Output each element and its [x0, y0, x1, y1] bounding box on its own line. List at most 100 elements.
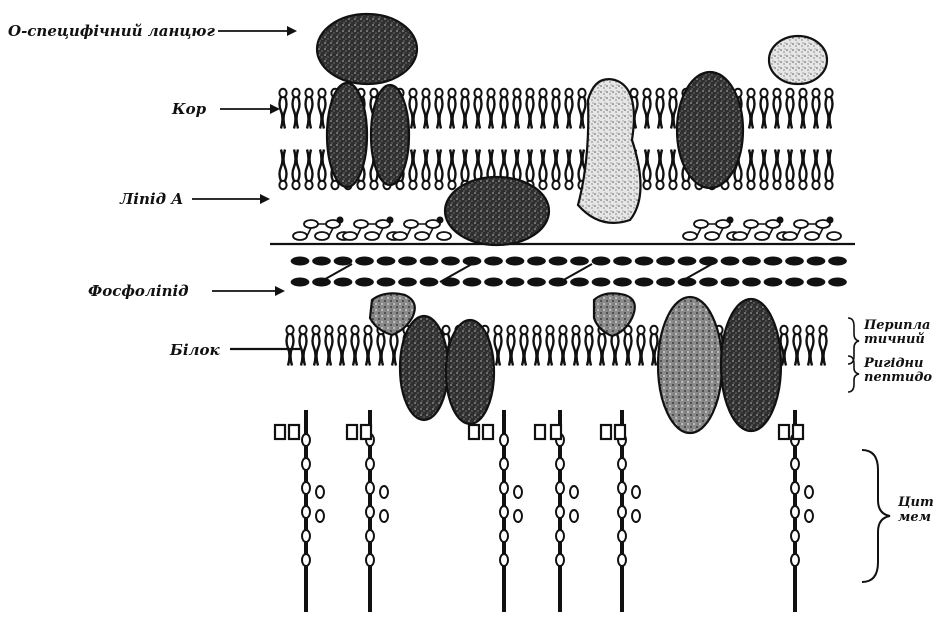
outer-lipid-upper: [773, 89, 780, 129]
strand-node: [791, 554, 799, 566]
lipid-tail: [765, 97, 768, 129]
outer-lipid-lower: [409, 150, 416, 190]
lipid-tail: [356, 334, 359, 366]
lipid-head: [643, 89, 650, 97]
lipid-tail: [410, 150, 413, 182]
lipid-tail: [612, 334, 615, 366]
phospholipid-unit: [484, 278, 503, 287]
strand-node: [366, 482, 374, 494]
lipid-head: [474, 89, 481, 97]
sugar-unit: [404, 220, 418, 228]
phospholipid-unit: [506, 278, 525, 287]
lipid-tail: [306, 150, 309, 182]
lipid-head: [773, 89, 780, 97]
phospholipid-label: Фосфоліпід: [88, 282, 189, 300]
lipid-head: [305, 181, 312, 189]
inner-lipid-upper: [546, 326, 553, 366]
side-node: [805, 510, 813, 522]
lipid-tail: [638, 334, 641, 366]
sugar-unit: [827, 232, 841, 240]
lipid-tail: [774, 97, 777, 129]
inner-lipid-upper: [533, 326, 540, 366]
lipid-tail: [436, 150, 439, 182]
phospholipid-unit: [807, 257, 826, 266]
lipid-tail: [453, 97, 456, 129]
outer-lipid-lower: [812, 150, 819, 190]
lipid-head: [370, 89, 377, 97]
lipid-tail: [423, 97, 426, 129]
lipid-head: [643, 181, 650, 189]
lipid-tail: [531, 150, 534, 182]
lipid-head: [578, 89, 585, 97]
lipid-tail: [573, 334, 576, 366]
lipid-tail: [579, 97, 582, 129]
lipid-tail: [674, 97, 677, 129]
phospholipid-unit: [764, 278, 783, 287]
o-chain-label: О-специфічний ланцюг: [8, 22, 215, 40]
lipid-tail: [670, 150, 673, 182]
side-node: [632, 486, 640, 498]
lipid-tail: [538, 334, 541, 366]
strand-node: [302, 530, 310, 542]
outer-lipid-upper: [669, 89, 676, 129]
lipid-tail: [794, 334, 797, 366]
lipid-head: [585, 326, 592, 334]
sugar-unit: [683, 232, 697, 240]
sugar-unit: [437, 232, 451, 240]
terminal-block: [483, 425, 493, 439]
lipid-tail: [453, 150, 456, 182]
phosphate-dot: [727, 217, 734, 224]
phospholipid-unit: [613, 278, 632, 287]
lipid-head: [487, 89, 494, 97]
phospholipid-unit: [398, 257, 417, 266]
outer-lipid-upper: [292, 89, 299, 129]
strand-node: [302, 506, 310, 518]
outer-lipid-upper: [422, 89, 429, 129]
lipid-tail: [785, 334, 788, 366]
lipid-head: [305, 89, 312, 97]
lipid-tail: [319, 150, 322, 182]
phospholipid-unit: [312, 257, 331, 266]
core-arrow: [220, 104, 280, 114]
side-node: [570, 510, 578, 522]
lipid-tail: [651, 334, 654, 366]
lipid-head: [422, 89, 429, 97]
outer-lipid-upper: [812, 89, 819, 129]
sugar-unit: [783, 232, 797, 240]
lipid-tail: [365, 334, 368, 366]
lipid-tail: [395, 334, 398, 366]
phospholipid-unit: [570, 278, 589, 287]
strand-node: [791, 458, 799, 470]
lipid-tail: [499, 334, 502, 366]
sugar-unit: [794, 220, 808, 228]
lipid-head: [539, 89, 546, 97]
lipid-tail: [830, 150, 833, 182]
lipid-tail: [280, 150, 283, 182]
side-node: [514, 510, 522, 522]
outer-lipid-lower: [825, 150, 832, 190]
phospholipid-unit: [742, 278, 761, 287]
lipid-tail: [813, 150, 816, 182]
inner-protein-1: [400, 316, 448, 420]
phospholipid-unit: [785, 257, 804, 266]
phospholipid-unit: [291, 278, 310, 287]
strand-node: [302, 458, 310, 470]
outer-lipid-upper: [474, 89, 481, 129]
lipid-head: [409, 181, 416, 189]
lipid-tail: [570, 150, 573, 182]
lipid-head: [279, 89, 286, 97]
lipid-head: [773, 181, 780, 189]
lipid-tail: [462, 150, 465, 182]
lipid-head: [448, 89, 455, 97]
outer-lipid-upper: [526, 89, 533, 129]
lipid-tail: [323, 97, 326, 129]
lipid-tail: [319, 97, 322, 129]
phospholipid-unit: [441, 257, 460, 266]
lipid-head: [546, 326, 553, 334]
lipid-tail: [564, 334, 567, 366]
lipid-head: [799, 181, 806, 189]
inner-lipid-upper: [351, 326, 358, 366]
lipid-tail: [427, 97, 430, 129]
channel-protein-light: [578, 79, 641, 223]
